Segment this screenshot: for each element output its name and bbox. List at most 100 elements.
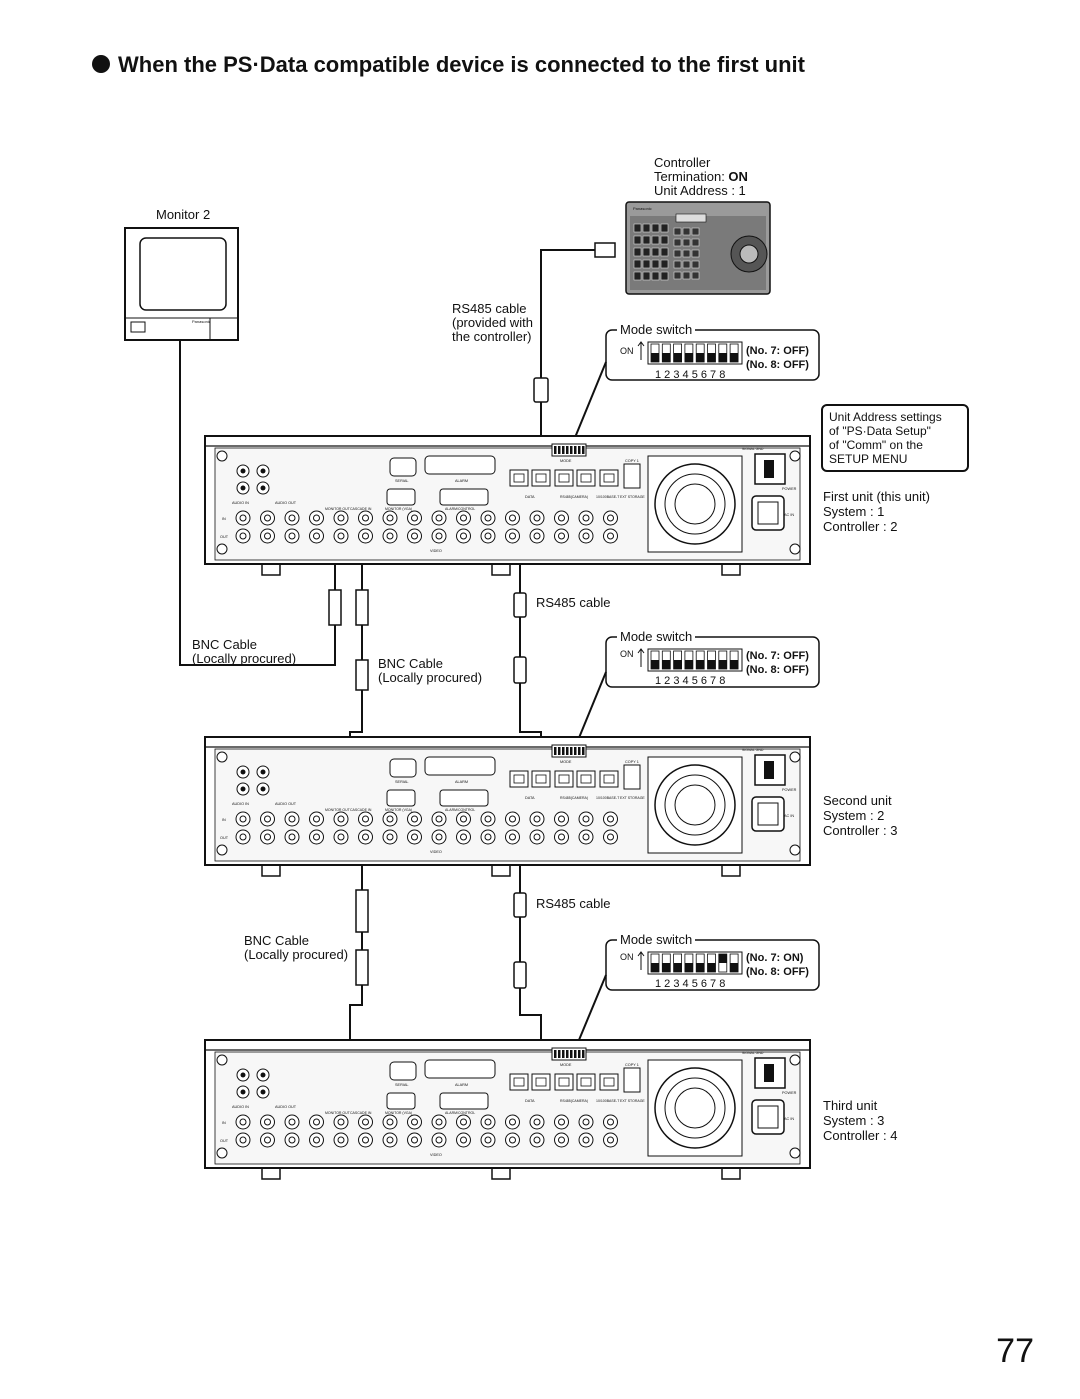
label-alarm-control: ALARM/CONTROL <box>445 507 475 511</box>
dip-switch-lever <box>651 353 659 362</box>
vga-port <box>386 789 416 807</box>
label-in: IN <box>222 1121 226 1125</box>
up-arrow-icon <box>637 341 645 347</box>
panel-mode-switch <box>551 744 587 758</box>
label-ac-in: AC IN <box>784 513 794 517</box>
rs485-cable-label-1: RS485 cable <box>536 595 611 610</box>
up-arrow-icon <box>637 648 645 654</box>
label-alarm-control: ALARM/CONTROL <box>445 808 475 812</box>
settings-line-1: Unit Address settings <box>829 410 942 424</box>
label-base-t: 10/100BASE-T <box>596 1099 620 1103</box>
label-mode: MODE <box>560 459 572 463</box>
label-alarm: ALARM <box>455 479 468 483</box>
bnc-label-1-line1: BNC Cable <box>192 637 258 652</box>
unit1-system: System : 1 <box>823 504 885 519</box>
mode-switch-on-3: ON <box>620 952 634 962</box>
audio-jack-center <box>240 1072 246 1078</box>
label-serial: SERIAL <box>395 1083 409 1087</box>
controller-key <box>651 223 660 233</box>
screw-icon <box>216 751 228 763</box>
monitor-label: Monitor 2 <box>156 207 211 222</box>
label-monitor-out: MONITOR OUT <box>325 808 351 812</box>
controller-key <box>651 235 660 245</box>
label-copy1: COPY 1 <box>625 760 639 764</box>
rs485-top-line1: RS485 cable <box>452 301 527 316</box>
serial-port <box>389 457 417 477</box>
mode-switch-2-no7: (No. 7: OFF) <box>746 650 809 662</box>
dip-switch-lever <box>718 660 727 669</box>
label-ext-storage: EXT STORAGE <box>620 1099 645 1103</box>
usb-port <box>623 463 641 489</box>
controller-key <box>691 238 700 247</box>
mode-switch-3 <box>605 939 820 991</box>
label-power: POWER <box>782 788 797 792</box>
label-monitor-vga: MONITOR (VGA) <box>385 507 412 511</box>
controller-key <box>642 259 651 269</box>
label-monitor-vga: MONITOR (VGA) <box>385 1111 412 1115</box>
label-out: OUT <box>220 836 229 840</box>
dip-switch-lever <box>684 353 693 362</box>
label-serial: SERIAL <box>395 780 409 784</box>
label-monitor-out: MONITOR OUT <box>325 507 351 511</box>
label-rs485: RS485(CAMERA) <box>560 1099 588 1103</box>
dip-switch-lever <box>718 353 727 362</box>
label-base-t: 10/100BASE-T <box>596 796 620 800</box>
termination-line: Termination: ON <box>654 170 748 184</box>
screw-icon <box>789 1147 801 1159</box>
label-copy1: COPY 1 <box>625 1063 639 1067</box>
controller-key <box>691 260 700 269</box>
dip-switch-lever <box>718 954 727 963</box>
page-heading: When the PS·Data compatible device is co… <box>92 52 805 78</box>
heading-text: When the PS·Data compatible device is co… <box>118 52 805 77</box>
mode-switch-on-2: ON <box>620 649 634 659</box>
audio-jack-center <box>260 468 266 474</box>
controller-key <box>691 271 700 280</box>
label-base-t: 10/100BASE-T <box>596 495 620 499</box>
mode-switch-3-no7: (No. 7: ON) <box>746 952 804 964</box>
rs485-top-line2: (provided with <box>452 315 533 330</box>
dip-switch-lever <box>673 963 682 972</box>
vga-port <box>386 488 416 506</box>
bnc-label-3-line2: (Locally procured) <box>244 947 349 962</box>
mode-switch-frame <box>605 329 820 381</box>
label-audio-in: AUDIO IN <box>232 501 249 505</box>
mode-switch-title-2: Mode switch <box>617 629 696 644</box>
bnc-label-2-line2: (Locally procured) <box>378 670 483 685</box>
settings-line-2: of "PS·Data Setup" <box>829 424 931 438</box>
mode-switch-2 <box>605 636 820 688</box>
mode-switch-3-no8: (No. 8: OFF) <box>746 966 809 978</box>
alarm-port <box>424 1059 496 1079</box>
dip-switch-lever <box>673 660 682 669</box>
audio-jack-center <box>260 769 266 775</box>
screw-icon <box>216 543 228 555</box>
dip-switch-lever <box>730 963 739 972</box>
mode-switch-numbers-2: 1 2 3 4 5 6 7 8 <box>655 675 726 687</box>
controller-key <box>673 260 682 269</box>
controller-key <box>642 223 651 233</box>
fan-icon <box>654 764 736 846</box>
settings-line-4: SETUP MENU <box>829 452 908 466</box>
dip-switch-lever <box>730 660 739 669</box>
audio-jack-center <box>240 485 246 491</box>
mode-switch-frame <box>605 939 820 991</box>
termination-value: ON <box>728 169 748 184</box>
audio-jack-center <box>260 485 266 491</box>
label-audio-in: AUDIO IN <box>232 1105 249 1109</box>
controller-key <box>673 271 682 280</box>
controller-key <box>651 271 660 281</box>
dip-switch-lever <box>730 353 739 362</box>
label-out: OUT <box>220 1139 229 1143</box>
dip-switch-lever <box>707 353 716 362</box>
usb-port <box>623 1067 641 1093</box>
label-data: DATA <box>525 796 535 800</box>
power-switch <box>754 754 786 786</box>
label-power: POWER <box>782 487 797 491</box>
mode-switch-2-no8: (No. 8: OFF) <box>746 664 809 676</box>
controller-brand: Panasonic <box>633 206 652 211</box>
controller-key <box>691 249 700 258</box>
audio-jack-center <box>240 1089 246 1095</box>
